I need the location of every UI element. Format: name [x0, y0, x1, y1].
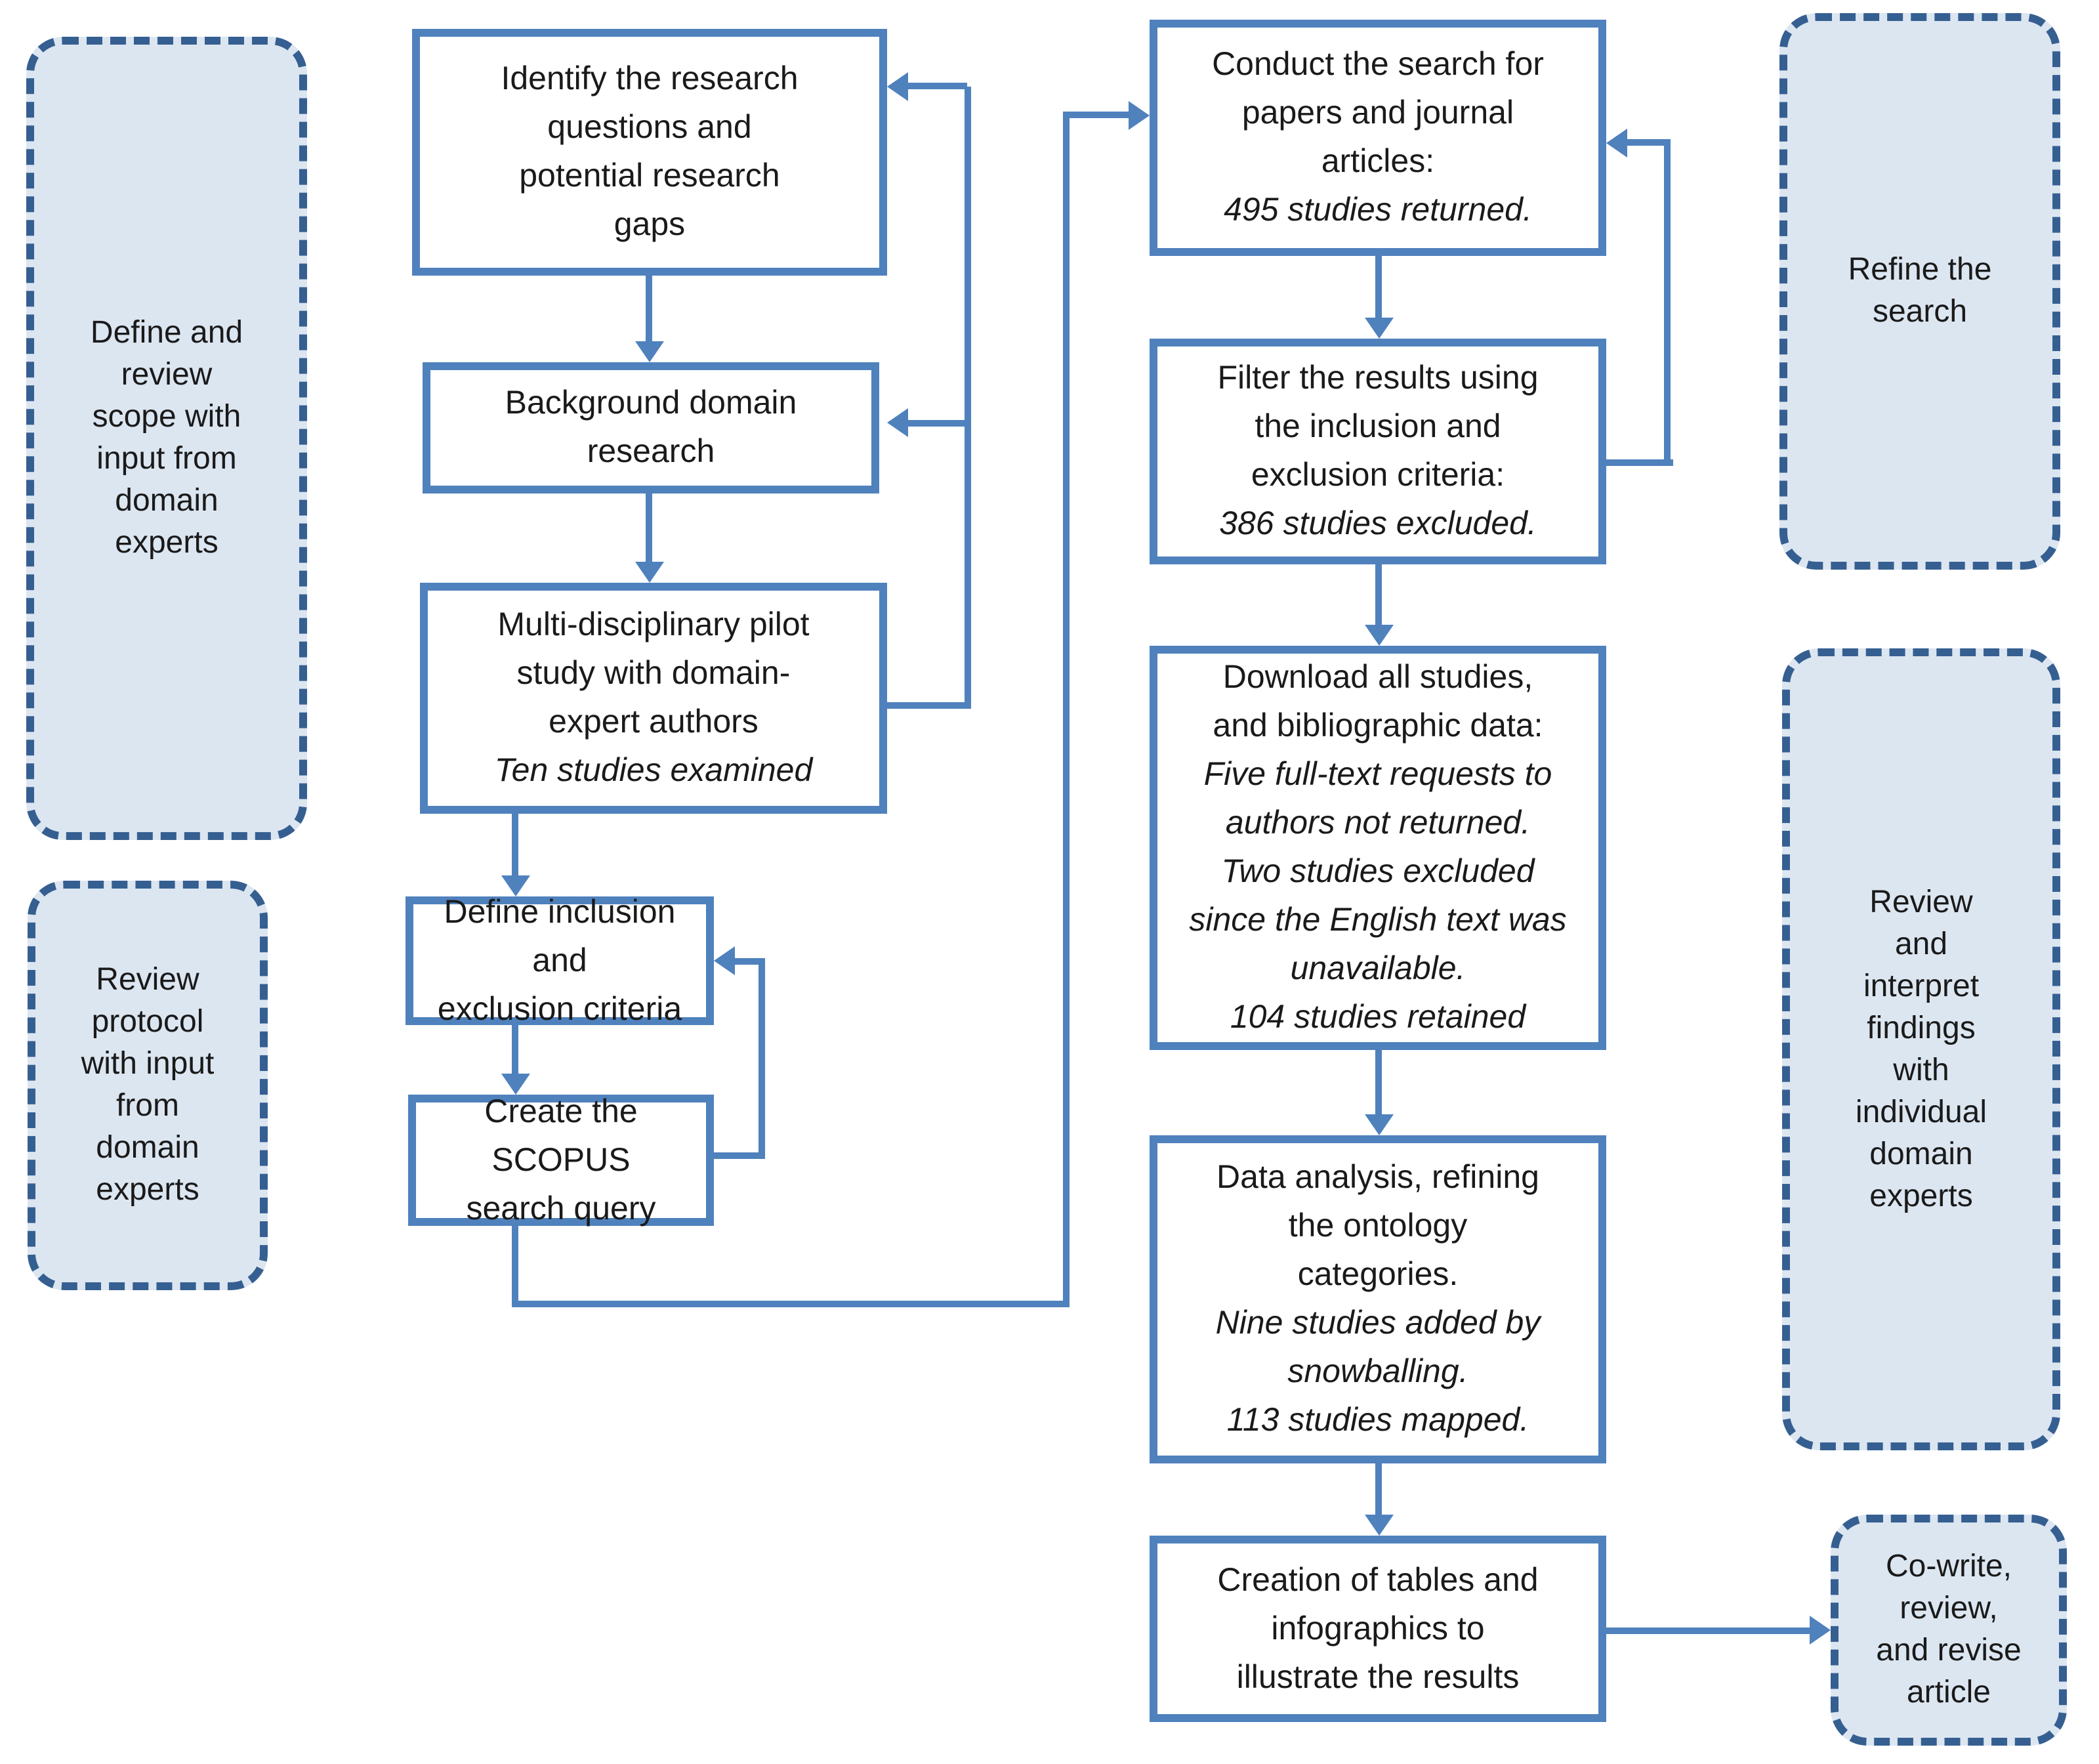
- flow-box-pilot-study: Multi-disciplinary pilot study with doma…: [420, 583, 887, 814]
- arrowhead-identify-to-background: [635, 341, 664, 362]
- arrowhead-download-to-analysis: [1365, 1114, 1394, 1135]
- arrow-pilot-to-criteria: [512, 814, 518, 875]
- loop-feedback-to-identify: [908, 83, 967, 89]
- arrowhead-conduct-to-filter: [1365, 318, 1394, 339]
- arrowhead-feedback-to-background: [887, 408, 908, 437]
- arrowhead-tables-to-cowrite: [1810, 1616, 1831, 1645]
- connector-scopus-to-conduct: [1070, 112, 1129, 118]
- loop-scopus-feedback-vertical: [759, 958, 765, 1159]
- flow-box-scopus-query: Create the SCOPUS search query: [408, 1093, 714, 1227]
- flow-box-background-research: Background domain research: [423, 362, 879, 494]
- arrow-criteria-to-scopus: [512, 1025, 518, 1074]
- arrow-conduct-to-filter: [1375, 256, 1382, 318]
- loop-refine-stub: [1606, 459, 1673, 466]
- flow-box-inclusion-criteria: Define inclusion and exclusion criteria: [405, 893, 714, 1027]
- arrowhead-scopus-to-conduct: [1129, 101, 1150, 130]
- loop-pilot-feedback-stub: [887, 702, 971, 709]
- arrow-background-to-pilot: [646, 494, 652, 562]
- arrowhead-feedback-to-criteria: [714, 946, 735, 975]
- connector-scopus-up: [1063, 112, 1070, 1307]
- arrow-download-to-analysis: [1375, 1050, 1382, 1114]
- side-note-review-findings: Review and interpret findings with indiv…: [1782, 648, 2060, 1450]
- arrowhead-refine-to-conduct: [1606, 129, 1627, 158]
- flow-box-identify-questions: Identify the research questions and pote…: [412, 29, 887, 276]
- arrow-identify-to-background: [646, 276, 652, 341]
- side-note-refine-search: Refine the search: [1779, 13, 2060, 570]
- flow-box-download-studies: Download all studies, and bibliographic …: [1150, 646, 1606, 1050]
- loop-feedback-to-criteria: [735, 958, 765, 965]
- loop-refine-to-conduct: [1627, 139, 1671, 146]
- flow-box-data-analysis: Data analysis, refining the ontology cat…: [1150, 1135, 1606, 1463]
- loop-pilot-feedback-vertical: [965, 87, 971, 709]
- flow-box-filter-results: Filter the results using the inclusion a…: [1150, 339, 1606, 564]
- side-note-review-protocol: Review protocol with input from domain e…: [28, 881, 268, 1290]
- side-note-define-scope: Define and review scope with input from …: [26, 37, 307, 840]
- side-note-cowrite-article: Co-write, review, and revise article: [1831, 1515, 2067, 1746]
- loop-refine-vertical: [1664, 139, 1671, 466]
- arrowhead-analysis-to-tables: [1365, 1515, 1394, 1536]
- arrowhead-criteria-to-scopus: [501, 1074, 530, 1095]
- arrowhead-pilot-to-criteria: [501, 875, 530, 896]
- connector-scopus-down: [512, 1226, 518, 1307]
- loop-feedback-to-background: [908, 420, 971, 427]
- flow-box-conduct-search: Conduct the search for papers and journa…: [1150, 20, 1606, 256]
- arrowhead-background-to-pilot: [635, 562, 664, 583]
- arrow-tables-to-cowrite: [1606, 1628, 1810, 1634]
- connector-scopus-horizontal: [512, 1301, 1070, 1307]
- arrowhead-feedback-to-identify: [887, 72, 908, 101]
- arrow-filter-to-download: [1375, 564, 1382, 625]
- arrow-analysis-to-tables: [1375, 1463, 1382, 1515]
- loop-scopus-feedback-stub: [714, 1152, 765, 1159]
- flow-box-create-tables: Creation of tables and infographics to i…: [1150, 1536, 1606, 1722]
- arrowhead-filter-to-download: [1365, 625, 1394, 646]
